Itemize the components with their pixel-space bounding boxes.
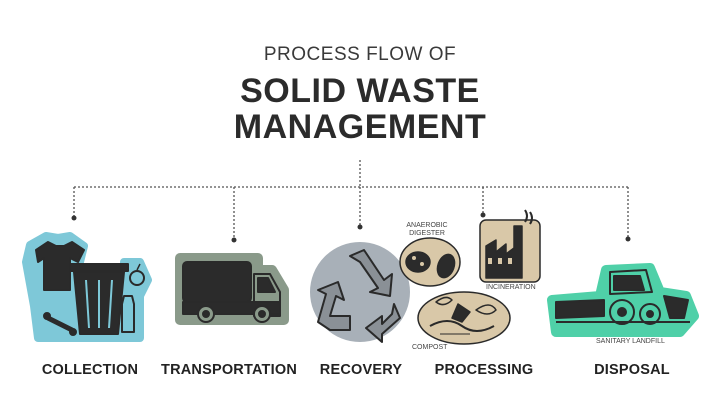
connector-dot xyxy=(71,215,77,221)
recycle-icon xyxy=(310,242,410,343)
incineration-icon xyxy=(479,209,541,283)
title-line-1: PROCESS FLOW OF xyxy=(263,44,457,65)
stage-label-disposal: DISPOSAL xyxy=(594,362,670,378)
connector-dot xyxy=(357,224,363,230)
connector-dots xyxy=(71,212,631,243)
incineration-label: INCINERATION xyxy=(486,284,536,291)
connector-dot xyxy=(625,236,631,242)
anaerobic-digester-icon xyxy=(399,237,461,287)
connector-lines xyxy=(73,160,629,239)
trash-can-icon xyxy=(22,232,152,342)
truck-icon xyxy=(175,253,289,325)
title-line-2: SOLID WASTE xyxy=(240,72,480,110)
stage-label-transportation: TRANSPORTATION xyxy=(161,362,297,378)
connector-dot xyxy=(480,212,486,218)
stage-label-collection: COLLECTION xyxy=(41,362,139,378)
compost-label: COMPOST xyxy=(412,344,448,351)
anaerobic-digester-text: ANAEROBIC DIGESTER xyxy=(406,222,448,237)
stage-label-processing: PROCESSING xyxy=(434,362,534,378)
processing-icon xyxy=(399,209,541,345)
stage-label-recovery: RECOVERY xyxy=(319,362,403,378)
bulldozer-icon xyxy=(547,263,699,337)
sanitary-landfill-label: SANITARY LANDFILL xyxy=(596,338,665,345)
anaerobic-digester-label: ANAEROBIC DIGESTER xyxy=(404,222,450,238)
connector-dot xyxy=(231,237,237,243)
title-line-3: MANAGEMENT xyxy=(233,108,487,146)
compost-icon xyxy=(417,291,511,345)
